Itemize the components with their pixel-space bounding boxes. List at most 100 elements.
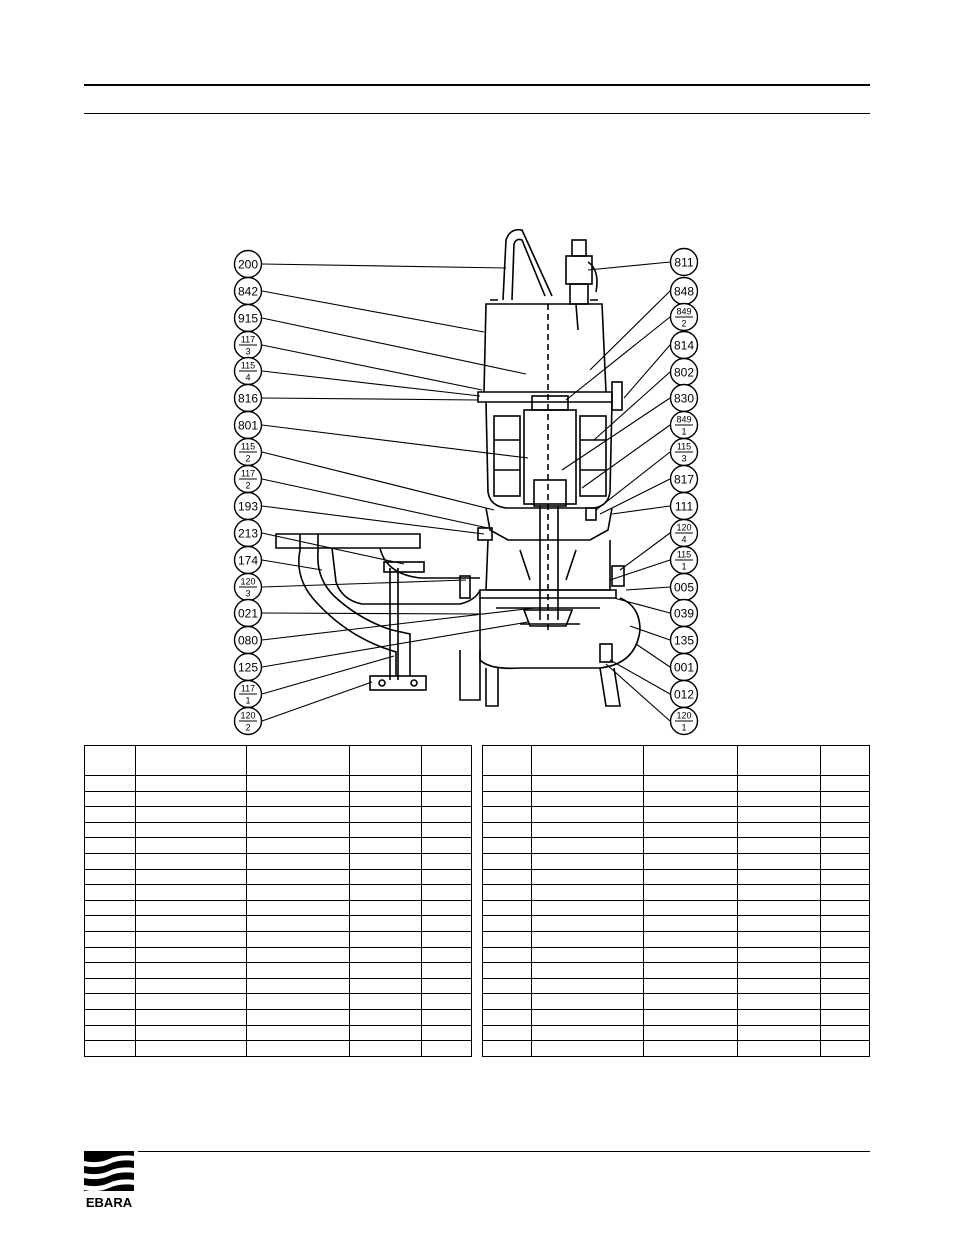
callout-848: 848: [669, 276, 699, 306]
table-cell: [245, 1040, 351, 1057]
table-cell: [84, 977, 136, 995]
callout-125: 125: [233, 652, 263, 682]
table-row: [482, 993, 870, 1010]
table-cell: [737, 962, 822, 979]
callout-213: 213: [233, 518, 263, 548]
table-cell: [642, 1040, 739, 1057]
table-cell: [134, 977, 247, 995]
table-cell: [642, 962, 739, 979]
table-row: [84, 1024, 472, 1042]
table-row: [482, 930, 870, 948]
table-cell: [134, 884, 247, 901]
callout-denominator: 3: [681, 454, 686, 464]
table-cell: [737, 806, 822, 823]
table-row: [84, 884, 472, 901]
table-cell: [530, 1040, 644, 1057]
callout-denominator: 4: [681, 535, 686, 545]
table-cell: [737, 1040, 822, 1057]
table-cell: [134, 852, 247, 870]
callout-label: 021: [238, 607, 258, 621]
table-row: [482, 868, 870, 886]
table-cell: [349, 1008, 423, 1026]
table-cell: [421, 806, 472, 823]
callout-numerator: 115: [677, 442, 691, 452]
table-cell: [349, 915, 423, 932]
table-cell: [820, 790, 870, 808]
table-cell: [482, 775, 532, 792]
callout-label: 816: [238, 392, 258, 406]
callout-numerator: 849: [676, 415, 691, 425]
callout-label: 830: [674, 392, 694, 406]
table-row: [84, 837, 472, 854]
table-cell: [737, 993, 822, 1010]
table-cell: [482, 946, 532, 964]
table-cell: [820, 899, 870, 917]
table-row: [482, 899, 870, 917]
callout-label: 915: [238, 312, 258, 326]
table-cell: [482, 1008, 532, 1026]
table-row: [84, 930, 472, 948]
callout-802: 802: [669, 357, 699, 387]
table-cell: [245, 821, 351, 839]
table-row: [482, 962, 870, 979]
table-cell: [642, 946, 739, 964]
table-cell: [482, 868, 532, 886]
callout-080: 080: [233, 625, 263, 655]
table-cell: [482, 930, 532, 948]
table-cell: [820, 1040, 870, 1057]
callout-label: 135: [674, 634, 694, 648]
table-cell: [530, 775, 644, 792]
table-row: [84, 852, 472, 870]
table-cell: [134, 790, 247, 808]
table-cell: [421, 915, 472, 932]
callout-numerator: 115: [241, 361, 255, 371]
callout-label: 801: [238, 419, 258, 433]
table-cell: [245, 915, 351, 932]
callout-label: 848: [674, 285, 694, 299]
table-cell: [349, 899, 423, 917]
table-cell: [134, 1040, 247, 1057]
callout-denominator: 2: [245, 481, 250, 491]
table-row: [84, 790, 472, 808]
callout-200: 200: [233, 249, 263, 279]
callout-039: 039: [669, 598, 699, 628]
table-cell: [84, 868, 136, 886]
table-cell: [421, 962, 472, 979]
table-cell: [530, 1024, 644, 1042]
callout-denominator: 3: [245, 589, 250, 599]
table-cell: [245, 868, 351, 886]
table-row: [482, 775, 870, 792]
table-row: [482, 821, 870, 839]
table-cell: [245, 993, 351, 1010]
callout-193: 193: [233, 491, 263, 521]
callout-denominator: 4: [245, 373, 250, 383]
table-cell: [245, 977, 351, 995]
table-cell: [84, 993, 136, 1010]
callout-denominator: 1: [681, 427, 686, 437]
table-cell: [642, 899, 739, 917]
parts-table-right: [482, 745, 870, 1057]
table-cell: [737, 868, 822, 886]
table-cell: [737, 930, 822, 948]
callout-label: 193: [238, 500, 258, 514]
table-cell: [84, 821, 136, 839]
table-cell: [421, 790, 472, 808]
table-cell: [84, 884, 136, 901]
table-cell: [134, 806, 247, 823]
table-cell: [530, 852, 644, 870]
table-cell: [737, 1008, 822, 1026]
callout-814: 814: [669, 330, 699, 360]
table-cell: [642, 775, 739, 792]
table-cell: [530, 946, 644, 964]
table-cell: [482, 977, 532, 995]
table-cell: [820, 930, 870, 948]
callout-label: 811: [674, 256, 693, 270]
table-row: [84, 775, 472, 792]
